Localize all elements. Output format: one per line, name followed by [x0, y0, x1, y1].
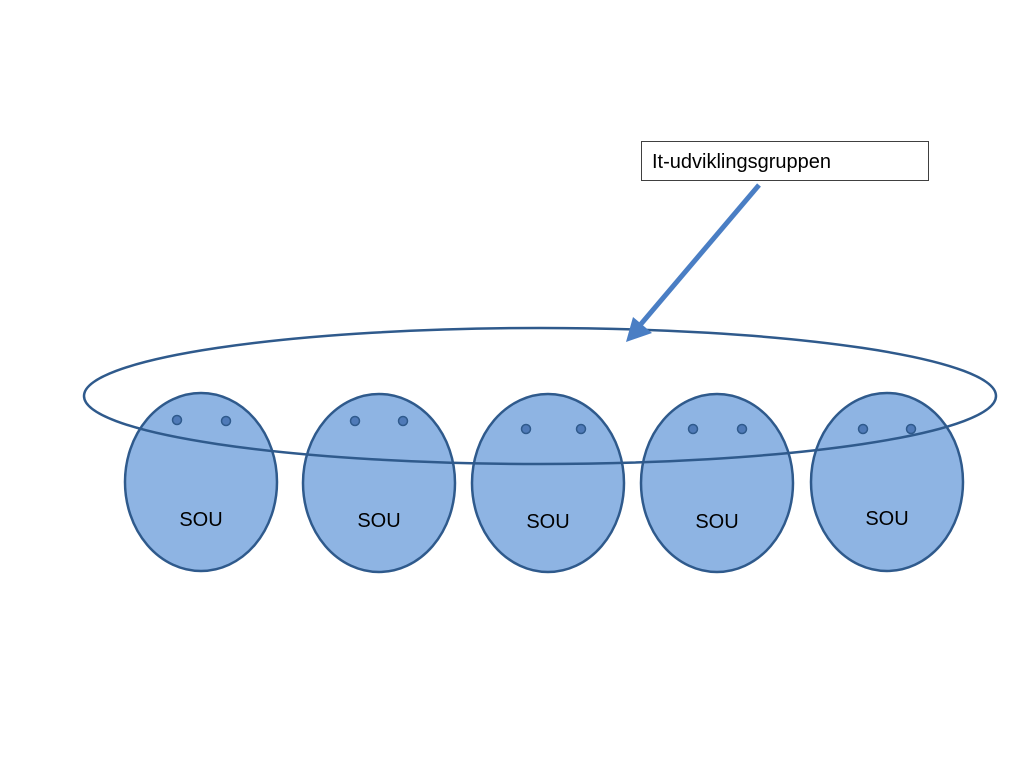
figure-body [809, 391, 965, 573]
sou-figure-3: SOU [470, 392, 626, 574]
eye-icon [857, 423, 869, 435]
sou-figure-1: SOU [123, 391, 279, 573]
eye-icon [905, 423, 917, 435]
eye-icon [520, 423, 532, 435]
eye-icon [736, 423, 748, 435]
eye-icon [349, 415, 361, 427]
arrow-head-icon [626, 317, 652, 342]
figure-body [123, 391, 279, 573]
figure-label: SOU [526, 511, 569, 533]
arrow-shaft [639, 183, 761, 326]
figure-label: SOU [357, 510, 400, 532]
figure-body [470, 392, 626, 574]
eye-icon [575, 423, 587, 435]
callout-label-box: It-udviklingsgruppen [641, 141, 929, 181]
callout-label: It-udviklingsgruppen [652, 151, 831, 173]
figure-label: SOU [865, 508, 908, 530]
sou-figure-2: SOU [301, 392, 457, 574]
eye-icon [397, 415, 409, 427]
figure-body [639, 392, 795, 574]
figure-body [301, 392, 457, 574]
group-ellipse [82, 326, 998, 466]
eye-icon [171, 414, 183, 426]
eye-icon [687, 423, 699, 435]
callout-arrow [626, 183, 761, 342]
eye-icon [220, 415, 232, 427]
figure-label: SOU [179, 509, 222, 531]
sou-figure-5: SOU [809, 391, 965, 573]
sou-figure-4: SOU [639, 392, 795, 574]
figure-label: SOU [695, 511, 738, 533]
